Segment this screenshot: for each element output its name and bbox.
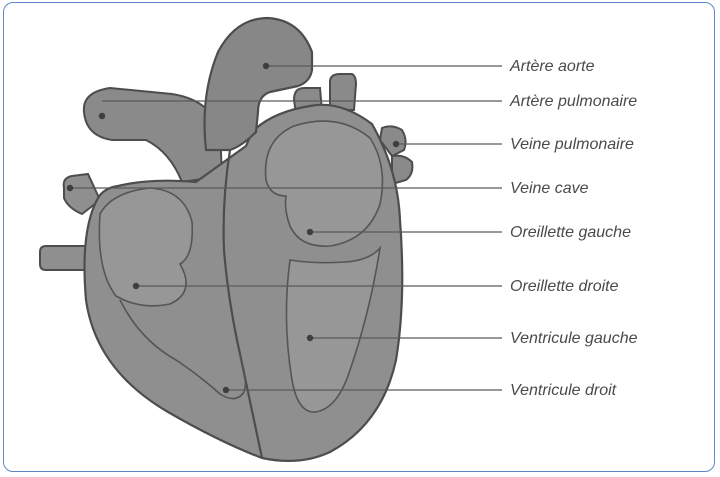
dot-veine-cave xyxy=(67,185,73,191)
label-veine-pulmonaire: Veine pulmonaire xyxy=(510,136,634,153)
label-veine-cave: Veine cave xyxy=(510,180,589,197)
label-oreillette-gauche: Oreillette gauche xyxy=(510,224,631,241)
label-oreillette-droite: Oreillette droite xyxy=(510,278,619,295)
dot-artere-pulmonaire xyxy=(99,113,105,119)
dot-oreillette-droite xyxy=(133,283,139,289)
arterial-arch-pulmonaire xyxy=(84,88,222,182)
dot-artere-aorte xyxy=(263,63,269,69)
label-ventricule-gauche: Ventricule gauche xyxy=(510,330,638,347)
label-artere-aorte: Artère aorte xyxy=(509,58,595,75)
dot-ventricule-droit xyxy=(223,387,229,393)
dot-veine-pulmonaire xyxy=(393,141,399,147)
dot-ventricule-gauche xyxy=(307,335,313,341)
label-artere-pulmonaire: Artère pulmonaire xyxy=(509,93,637,110)
veine-pulmonaire-stub-2 xyxy=(330,74,356,110)
oreillette-droite-outline xyxy=(99,188,192,306)
dot-oreillette-gauche xyxy=(307,229,313,235)
label-ventricule-droit: Ventricule droit xyxy=(510,382,617,399)
